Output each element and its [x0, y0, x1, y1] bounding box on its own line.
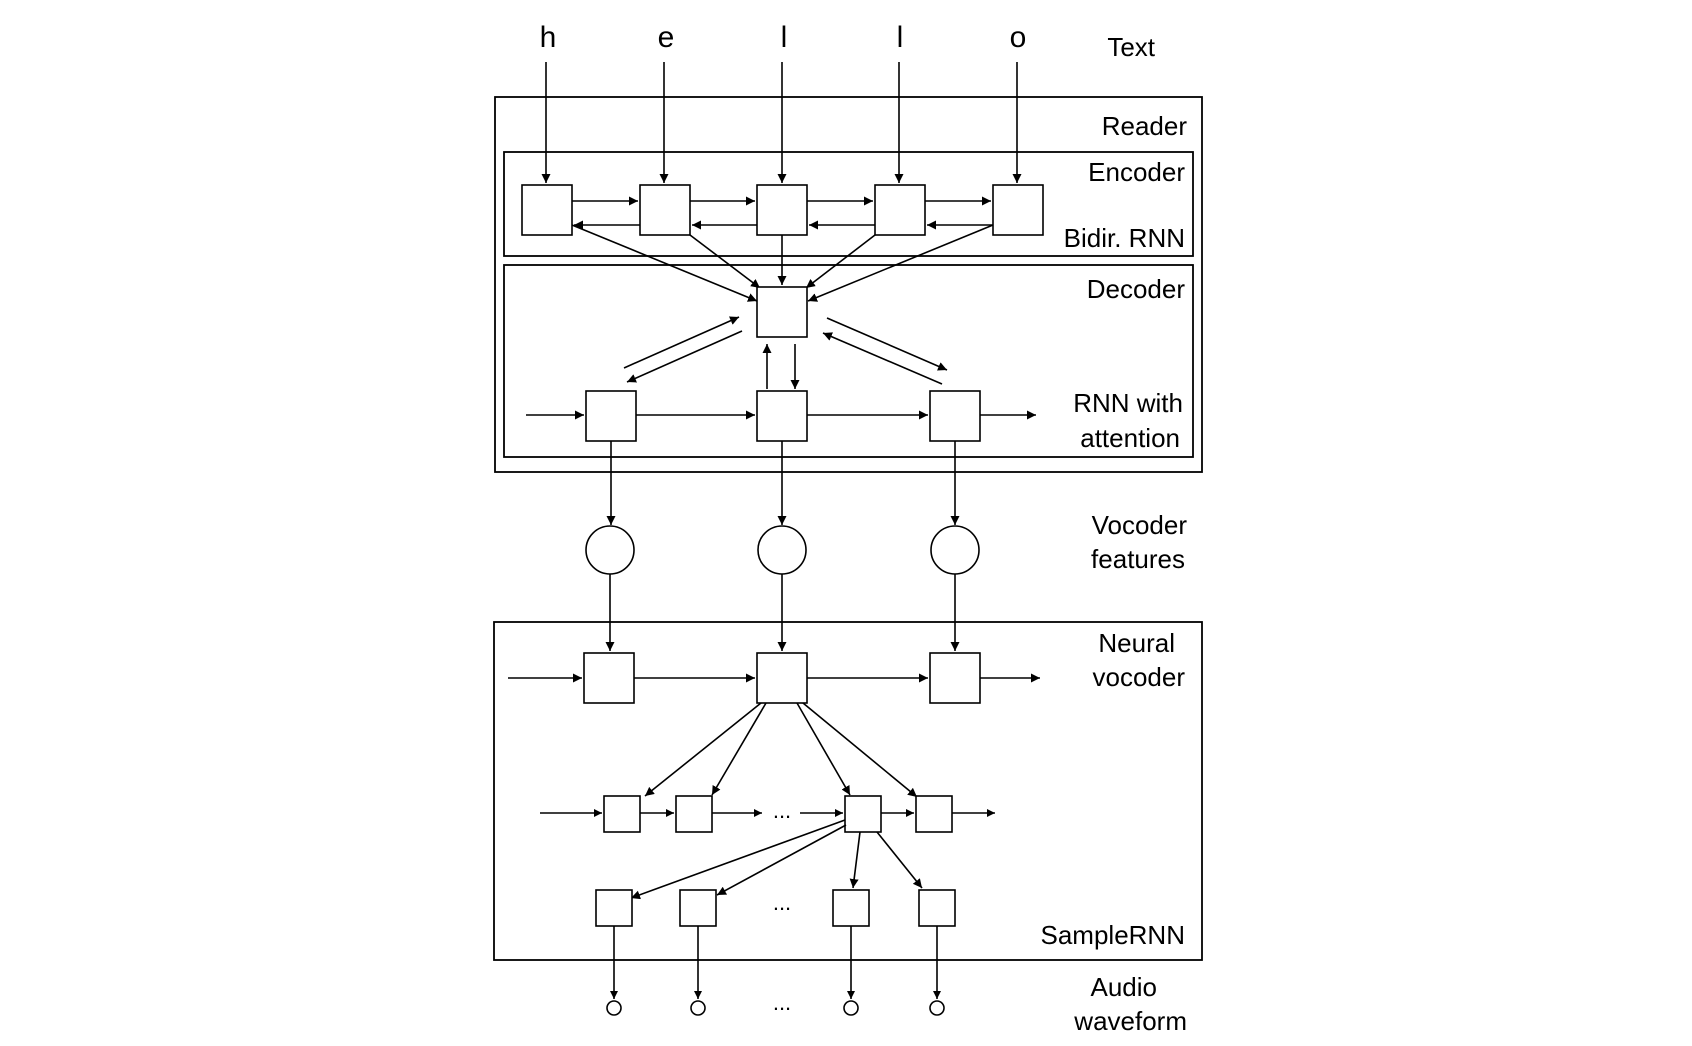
att-to-dec3	[826, 317, 948, 371]
label-waveform: waveform	[1073, 1006, 1187, 1036]
reader-frame	[494, 96, 1203, 473]
encoder-box-3	[756, 184, 808, 236]
label-reader: Reader	[1102, 111, 1188, 141]
vocoder-feature-1	[585, 525, 635, 575]
label-features: features	[1091, 544, 1185, 574]
voc-mid3-to-bot1	[630, 819, 846, 900]
label-bidir-rnn: Bidir. RNN	[1064, 223, 1185, 253]
label-rnn-with: RNN with	[1073, 388, 1183, 418]
encoder-box-1	[521, 184, 573, 236]
vocoder-mid-box-3	[844, 795, 882, 833]
label-encoder: Encoder	[1088, 157, 1185, 187]
enc1-to-att	[571, 224, 758, 302]
input-char-l-2: l	[897, 21, 904, 54]
vocoder-feature-3	[930, 525, 980, 575]
decoder-frame	[503, 264, 1194, 458]
label-vocoder: Vocoder	[1092, 510, 1188, 540]
decoder-box-2	[756, 390, 808, 442]
input-char-e: e	[658, 21, 675, 54]
enc2-to-att	[689, 234, 761, 289]
voc-mid3-to-bot2	[716, 824, 847, 896]
decoder-box-1	[585, 390, 637, 442]
dec3-to-att	[822, 332, 943, 385]
vocoder-sample-ellipsis: ...	[773, 890, 791, 915]
vocoder-top-box-2	[756, 652, 808, 704]
label-decoder: Decoder	[1087, 274, 1186, 304]
attention-box	[756, 286, 808, 338]
input-char-o: o	[1010, 21, 1027, 54]
vocoder-mid-ellipsis: ...	[773, 798, 791, 823]
vocoder-feature-2	[757, 525, 807, 575]
audio-sample-1	[606, 1000, 622, 1016]
vocoder-sample-box-3	[832, 889, 870, 927]
dec1-to-att	[623, 316, 740, 369]
enc4-to-att	[805, 234, 876, 289]
att-to-dec1	[626, 330, 743, 383]
voc-top2-to-mid1	[644, 702, 762, 797]
encoder-box-4	[874, 184, 926, 236]
encoder-box-5	[992, 184, 1044, 236]
enc5-to-att	[807, 224, 994, 302]
neural-vocoder-frame	[493, 621, 1203, 961]
vocoder-top-box-1	[583, 652, 635, 704]
voc-top2-to-mid2	[711, 702, 767, 796]
voc-top2-to-mid4	[802, 702, 918, 798]
vocoder-sample-box-2	[679, 889, 717, 927]
voc-mid3-to-bot4	[876, 831, 923, 889]
audio-sample-2	[690, 1000, 706, 1016]
audio-ellipsis: ...	[773, 990, 791, 1015]
decoder-box-3	[929, 390, 981, 442]
label-neural: Neural	[1098, 628, 1175, 658]
vocoder-mid-box-1	[603, 795, 641, 833]
input-char-l-1: l	[781, 21, 788, 54]
label-audio: Audio	[1091, 972, 1158, 1002]
label-vocoder-2: vocoder	[1093, 662, 1186, 692]
label-samplernn: SampleRNN	[1041, 920, 1186, 950]
voc-top2-to-mid3	[796, 702, 851, 796]
vocoder-mid-box-4	[915, 795, 953, 833]
vocoder-mid-box-2	[675, 795, 713, 833]
vocoder-sample-box-4	[918, 889, 956, 927]
label-attention: attention	[1080, 423, 1180, 453]
audio-sample-3	[843, 1000, 859, 1016]
encoder-box-2	[639, 184, 691, 236]
voc-mid3-to-bot3	[849, 831, 861, 889]
label-text: Text	[1107, 32, 1155, 62]
audio-sample-4	[929, 1000, 945, 1016]
input-char-h: h	[540, 21, 557, 54]
vocoder-top-box-3	[929, 652, 981, 704]
vocoder-sample-box-1	[595, 889, 633, 927]
